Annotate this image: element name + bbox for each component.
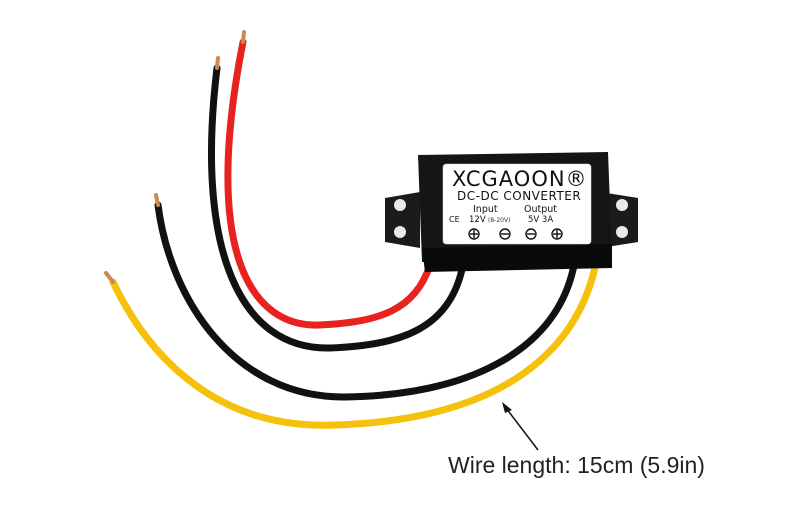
black-wire-tip	[215, 56, 220, 70]
arrow-head-icon	[502, 402, 512, 413]
wire-length-caption: Wire length: 15cm (5.9in)	[448, 452, 705, 478]
annotation-arrow	[505, 407, 539, 451]
yellow-wire	[109, 254, 601, 429]
mounting-ear-left	[385, 192, 420, 248]
red-wire-tip	[241, 30, 246, 44]
input-label: Input	[473, 204, 498, 215]
brand-logo: XCGAOON®	[452, 167, 588, 191]
module-label	[442, 163, 592, 245]
black-wire-tip	[154, 193, 160, 207]
minus-terminal-icon	[525, 228, 537, 240]
plus-terminal-icon	[468, 228, 480, 240]
input-voltage: 12V	[469, 215, 486, 225]
module-title: DC-DC CONVERTER	[457, 189, 582, 203]
black-wire-output	[154, 201, 579, 401]
case-bottom-shade	[422, 244, 612, 272]
output-spec: 5V 3A	[528, 215, 554, 225]
input-range: (8-20V)	[488, 217, 511, 224]
ce-mark: CE	[449, 215, 460, 224]
red-wire	[224, 38, 434, 329]
black-wire-input	[208, 64, 467, 352]
output-label: Output	[524, 204, 557, 215]
yellow-wire-tip	[104, 271, 115, 284]
plus-terminal-icon	[551, 228, 563, 240]
minus-terminal-icon	[499, 228, 511, 240]
